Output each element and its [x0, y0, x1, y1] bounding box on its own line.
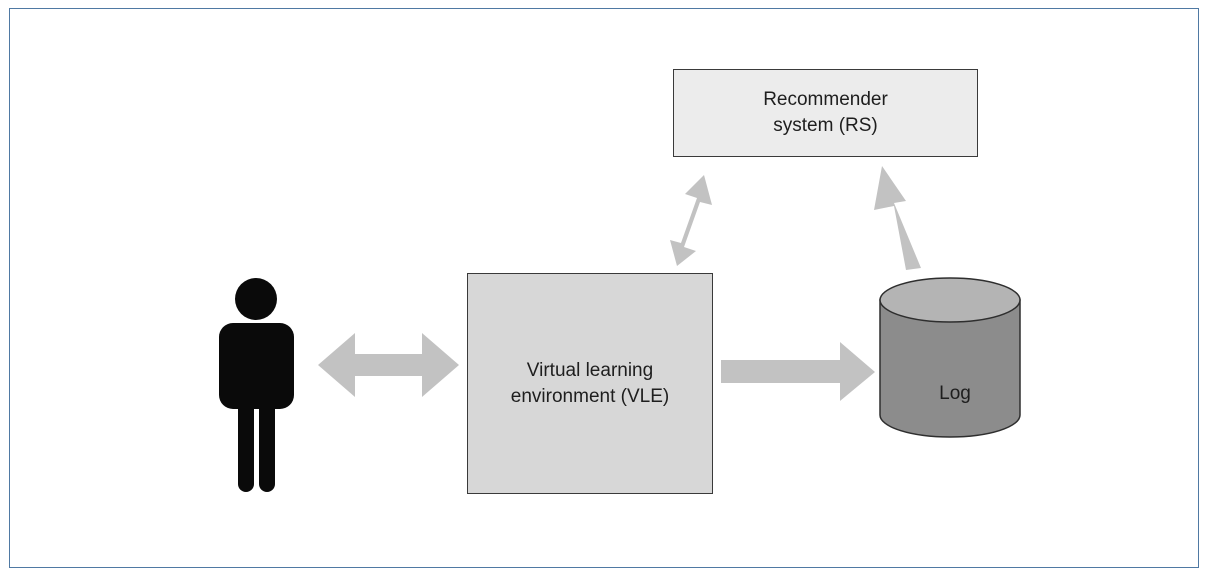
node-log-label: Log — [939, 383, 971, 404]
node-recommender-system: Recommender system (RS) — [673, 69, 978, 157]
edge-vle-rs — [670, 175, 712, 266]
edge-user-vle — [318, 333, 459, 397]
node-recommender-system-line2: system (RS) — [773, 115, 878, 136]
edge-vle-log — [721, 342, 875, 401]
diagram-canvas — [219, 166, 1021, 492]
edge-log-rs — [874, 166, 921, 270]
database-cylinder-icon — [879, 277, 1021, 438]
node-vle-line2: environment (VLE) — [510, 385, 670, 407]
node-recommender-system-line1: Recommender — [763, 89, 888, 110]
person-icon — [219, 278, 294, 492]
node-vle-line1: Virtual learning — [526, 359, 654, 381]
node-virtual-learning-environment: Virtual learning environment (VLE) — [467, 273, 713, 494]
